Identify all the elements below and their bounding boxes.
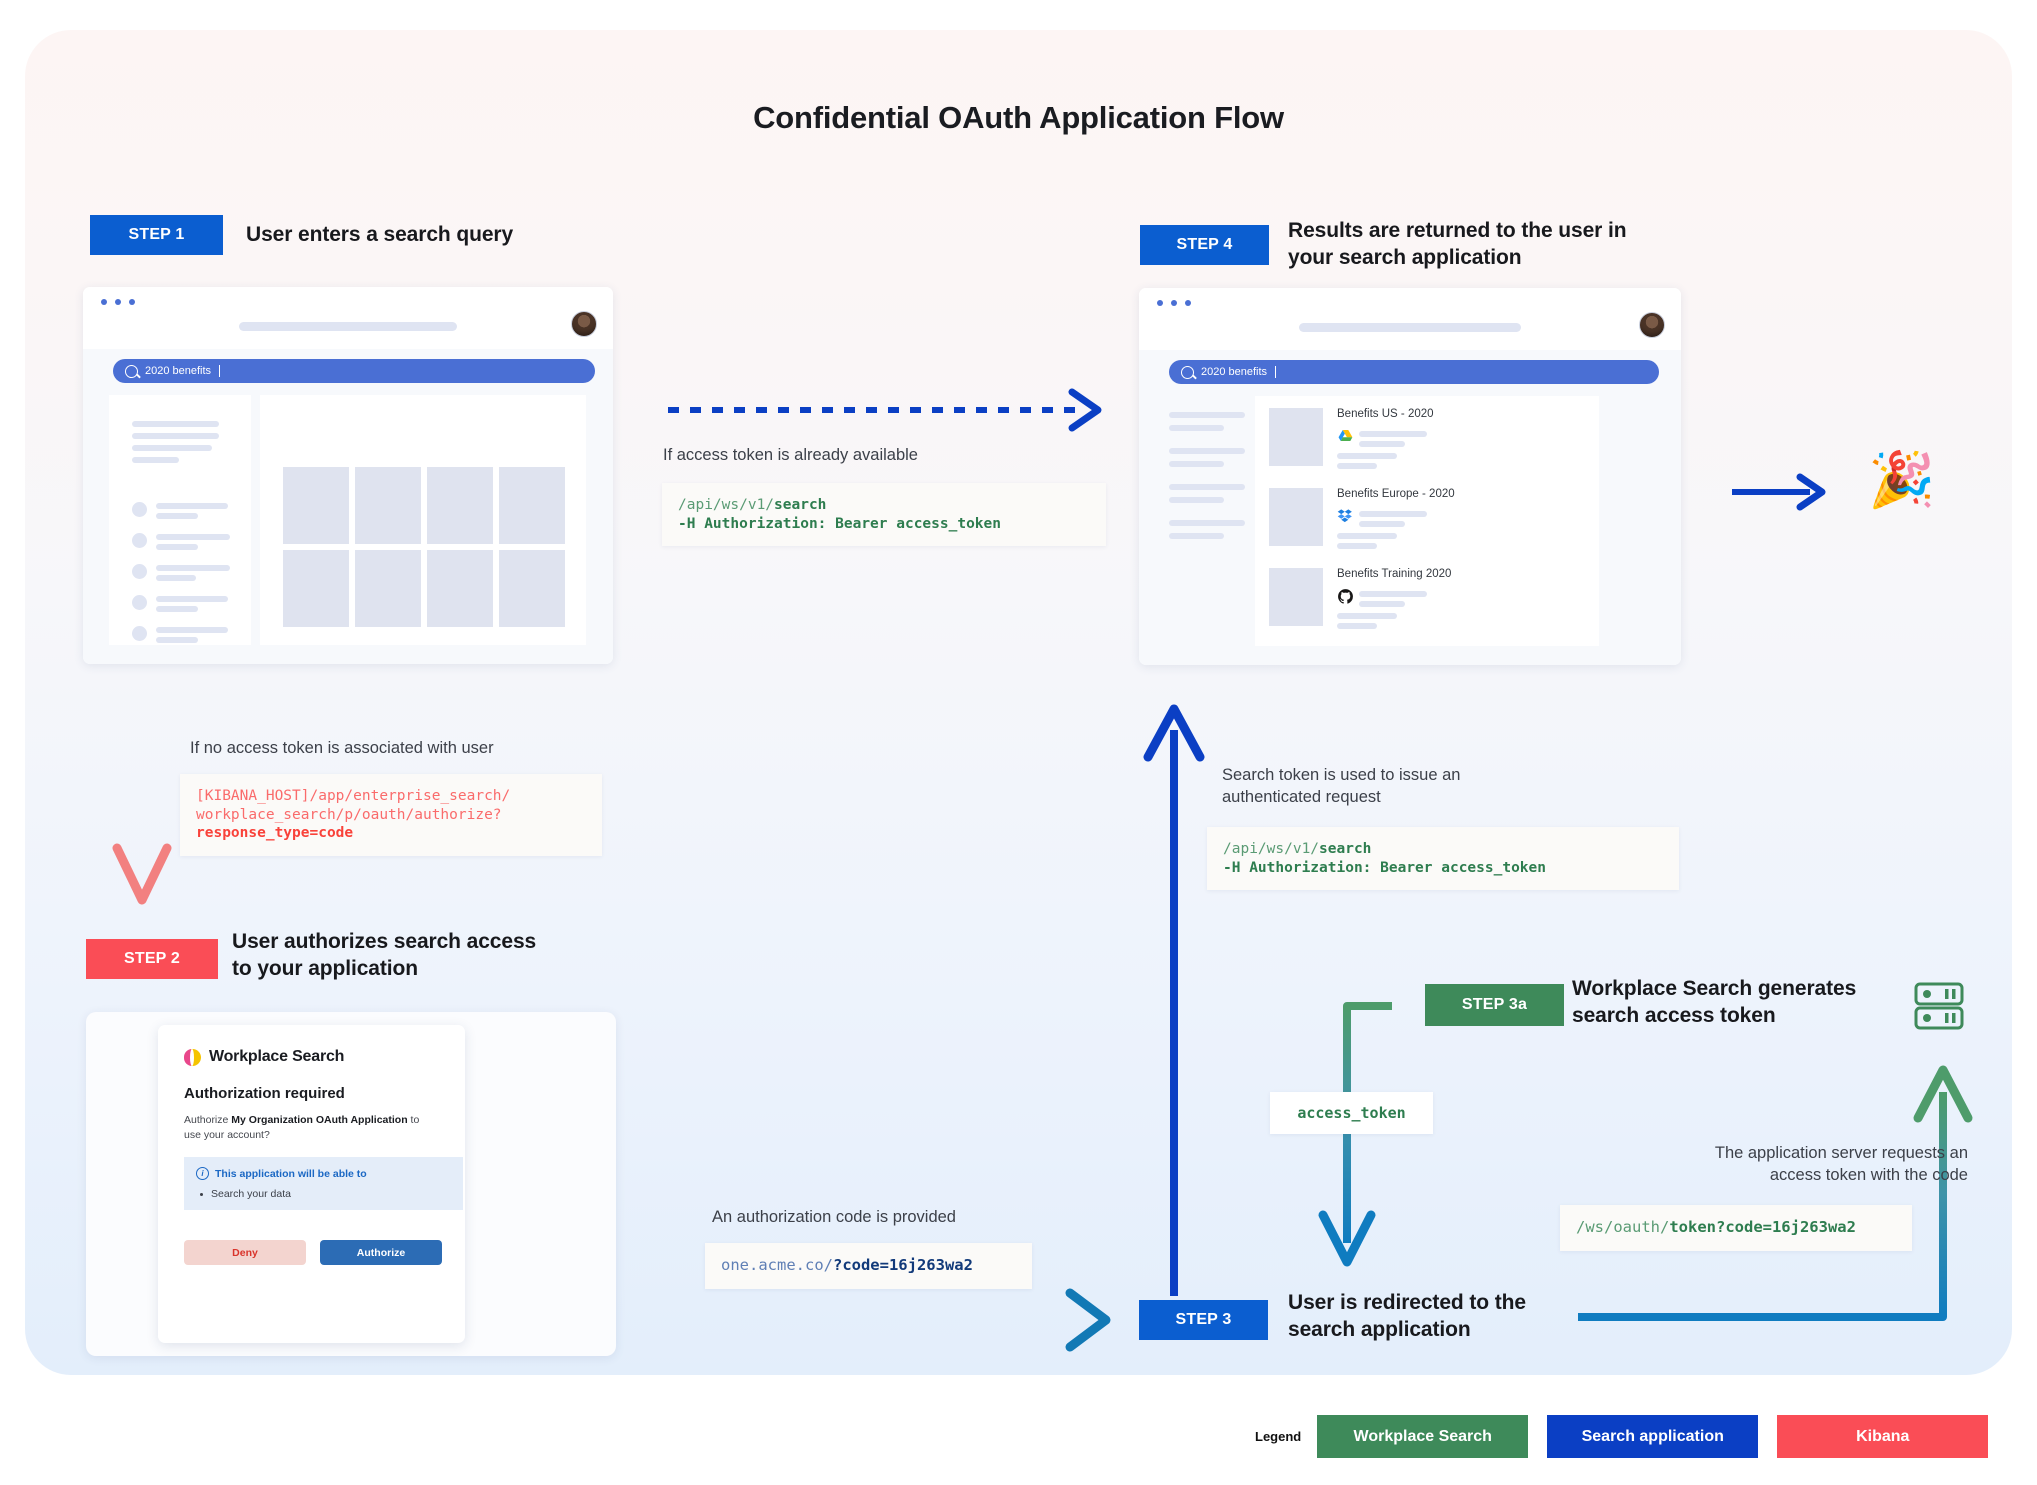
workplace-search-logo-icon: [184, 1048, 201, 1066]
step-3a-title: Workplace Search generates search access…: [1572, 977, 1857, 1027]
step-3-title: User is redirected to the search applica…: [1288, 1291, 1526, 1341]
legend-item-search-application: Search application: [1547, 1415, 1759, 1458]
text-caret-2: [1275, 366, 1277, 378]
legend-item-workplace-search: Workplace Search: [1317, 1415, 1529, 1458]
step-4-chip: STEP 4: [1140, 225, 1269, 265]
browser-mockup-search: 2020 benefits: [83, 287, 613, 664]
code-dim-top: /api/ws/v1/: [678, 497, 775, 513]
legend: Legend Workplace Search Search applicati…: [1255, 1415, 1989, 1458]
auth-heading: Authorization required: [184, 1085, 345, 1102]
code-bold-token: token?code=16j263wa2: [1669, 1218, 1856, 1236]
step-1-title: User enters a search query: [246, 223, 514, 246]
url-bar-2[interactable]: [1299, 323, 1521, 332]
browser-chrome: [83, 287, 613, 349]
auth-body: Authorize My Organization OAuth Applicat…: [184, 1113, 436, 1143]
permissions-heading: i This application will be able to: [196, 1167, 451, 1180]
step-1-chip: STEP 1: [90, 215, 223, 255]
permission-item: Search your data: [196, 1188, 451, 1200]
code-search-request-top: /api/ws/v1/search -H Authorization: Bear…: [662, 483, 1106, 547]
search-input-2[interactable]: 2020 benefits: [1169, 360, 1659, 384]
step-3-chip: STEP 3: [1139, 1300, 1268, 1340]
legend-item-kibana: Kibana: [1777, 1415, 1989, 1458]
code-line2-top: -H Authorization: Bearer access_token: [678, 515, 1002, 532]
result-title[interactable]: Benefits US - 2020: [1337, 408, 1434, 420]
facets-pane-2: [1169, 396, 1245, 646]
results-grid-pane: [260, 395, 586, 645]
result-thumbnail: [1269, 408, 1323, 466]
auth-body-prefix: Authorize: [184, 1114, 232, 1126]
search-input[interactable]: 2020 benefits: [113, 359, 595, 383]
note-auth-code: An authorization code is provided: [712, 1208, 956, 1226]
search-value-2: 2020 benefits: [1201, 366, 1268, 378]
window-dots-icon-2: [1157, 300, 1191, 306]
dropbox-icon: [1337, 508, 1354, 525]
facets-pane: [109, 395, 251, 645]
page-title: Confidential OAuth Application Flow: [753, 100, 1284, 135]
text-caret: [219, 365, 221, 377]
auth-body-suffix: to use your account?: [184, 1114, 420, 1142]
note-no-token: If no access token is associated with us…: [190, 739, 494, 757]
window-dots-icon: [101, 299, 135, 305]
code-bold-kibana: response_type=code: [196, 825, 354, 842]
note-server-requests: The application server requests an acces…: [1714, 1144, 1968, 1184]
avatar[interactable]: [571, 311, 597, 337]
browser-mockup-results: 2020 benefits Benefits US - 2020: [1139, 288, 1681, 665]
code-search-request-bottom: /api/ws/v1/search -H Authorization: Bear…: [1207, 827, 1679, 891]
brand-name: Workplace Search: [209, 1048, 345, 1065]
browser-viewport: 2020 benefits: [83, 349, 613, 664]
auth-body-app-name: My Organization OAuth Application: [231, 1114, 408, 1126]
magnifier-icon: [125, 364, 138, 378]
permissions-box: i This application will be able to Searc…: [184, 1157, 463, 1210]
auth-card-shell: Workplace Search Authorization required …: [86, 1012, 616, 1356]
result-title[interactable]: Benefits Europe - 2020: [1337, 488, 1455, 500]
auth-button-row: Deny Authorize: [184, 1240, 442, 1265]
step-4-title: Results are returned to the user in your…: [1288, 219, 1627, 269]
celebration-emoji: 🎉: [1868, 448, 1936, 511]
code-dim-token: /ws/oauth/: [1576, 1218, 1670, 1236]
code-bold-bottom: search: [1319, 841, 1372, 857]
avatar-2[interactable]: [1639, 312, 1665, 338]
code-kibana-authorize: [KIBANA_HOST]/app/enterprise_search/ wor…: [180, 774, 602, 856]
github-icon: [1337, 588, 1354, 605]
url-bar[interactable]: [239, 322, 457, 331]
legend-label: Legend: [1255, 1429, 1302, 1444]
code-dim-kibana: [KIBANA_HOST]/app/enterprise_search/ wor…: [196, 788, 511, 823]
code-bold-redirect: ?code=16j263wa2: [832, 1256, 973, 1274]
code-token-request: /ws/oauth/token?code=16j263wa2: [1560, 1205, 1912, 1251]
step-2-chip: STEP 2: [86, 939, 218, 979]
result-thumbnail: [1269, 568, 1323, 626]
authorization-card: Workplace Search Authorization required …: [158, 1025, 465, 1343]
server-icon: [1913, 980, 1965, 1032]
magnifier-icon-2: [1181, 365, 1194, 379]
result-thumbnail: [1269, 488, 1323, 546]
info-icon: i: [196, 1167, 209, 1180]
google-drive-icon: [1337, 428, 1354, 445]
code-bold-top: search: [774, 497, 827, 513]
search-value: 2020 benefits: [145, 365, 212, 377]
access-token-label: access_token: [1270, 1092, 1433, 1134]
code-dim-bottom: /api/ws/v1/: [1223, 841, 1320, 857]
workplace-search-brand: Workplace Search: [184, 1048, 344, 1066]
results-list-pane: Benefits US - 2020 Benefits Europe - 202…: [1255, 396, 1599, 646]
code-line2-bottom: -H Authorization: Bearer access_token: [1223, 859, 1547, 876]
browser-viewport-2: 2020 benefits Benefits US - 2020: [1139, 350, 1681, 665]
browser-chrome-2: [1139, 288, 1681, 350]
code-redirect-url: one.acme.co/?code=16j263wa2: [705, 1243, 1032, 1289]
deny-button[interactable]: Deny: [184, 1240, 306, 1265]
result-title[interactable]: Benefits Training 2020: [1337, 568, 1452, 580]
code-dim-redirect: one.acme.co/: [721, 1256, 833, 1274]
permissions-heading-text: This application will be able to: [215, 1167, 367, 1180]
note-token-available: If access token is already available: [663, 446, 918, 464]
note-search-token-used: Search token is used to issue an authent…: [1222, 766, 1461, 806]
step-2-title: User authorizes search access to your ap…: [232, 930, 537, 980]
authorize-button[interactable]: Authorize: [320, 1240, 442, 1265]
step-3a-chip: STEP 3a: [1425, 984, 1564, 1026]
